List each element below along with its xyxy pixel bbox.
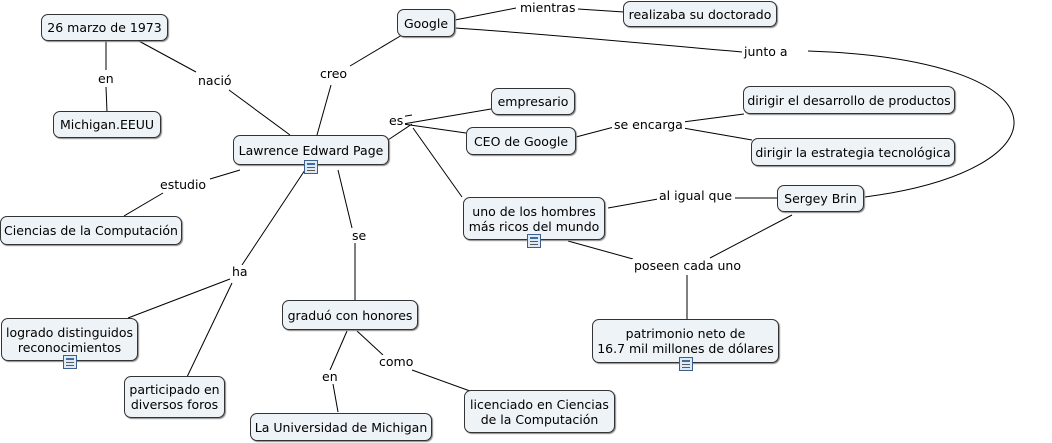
node-birth-date-text: 26 marzo de 1973 (47, 20, 162, 35)
node-birth-date[interactable]: 26 marzo de 1973 (41, 14, 168, 41)
link-es: es (387, 113, 406, 128)
node-ceo-google-text: CEO de Google (473, 133, 569, 149)
node-graduo-honores[interactable]: graduó con honores (282, 300, 418, 330)
node-empresario-text: empresario (497, 94, 569, 109)
link-en-michigan: en (96, 71, 116, 86)
link-se: se (350, 228, 369, 243)
link-se-encarga: se encarga (612, 117, 685, 132)
link-mientras: mientras (518, 0, 578, 15)
node-patrimonio-neto[interactable]: patrimonio neto de 16.7 mil millones de … (592, 319, 779, 363)
resource-document-icon[interactable] (679, 357, 693, 371)
link-como: como (377, 354, 416, 369)
node-universidad-michigan-text: La Universidad de Michigan (254, 419, 428, 435)
link-creo: creo (318, 66, 350, 81)
node-licenciado-line2: de la Computación (480, 411, 599, 427)
node-patrimonio-line1: patrimonio neto de (625, 326, 746, 341)
resource-document-icon[interactable] (304, 160, 318, 174)
node-licenciado-ciencias[interactable]: licenciado en Ciencias de la Computación (464, 390, 615, 433)
node-estrategia-tecnologica[interactable]: dirigir la estrategia tecnológica (751, 138, 955, 166)
node-google-text: Google (403, 15, 449, 31)
node-google[interactable]: Google (397, 9, 455, 37)
node-hombres-ricos-line2: más ricos del mundo (468, 218, 600, 234)
node-desarrollo-productos[interactable]: dirigir el desarrollo de productos (743, 86, 955, 114)
node-logrado-reconocimientos[interactable]: logrado distinguidos reconocimientos (1, 318, 138, 361)
link-ha: ha (230, 264, 250, 279)
node-universidad-michigan[interactable]: La Universidad de Michigan (250, 413, 432, 441)
node-logrado-line1: logrado distinguidos (5, 324, 134, 340)
link-nacio: nació (196, 73, 234, 88)
resource-document-icon[interactable] (527, 234, 541, 248)
node-participado-foros[interactable]: participado en diversos foros (124, 376, 225, 418)
node-estrategia-tecnologica-text: dirigir la estrategia tecnológica (755, 144, 951, 160)
node-doctorado-text: realizaba su doctorado (628, 6, 772, 22)
resource-document-icon[interactable] (63, 355, 77, 369)
node-desarrollo-productos-text: dirigir el desarrollo de productos (747, 92, 951, 108)
node-hombres-ricos[interactable]: uno de los hombres más ricos del mundo (463, 197, 605, 240)
node-ciencias-computacion[interactable]: Ciencias de la Computación (0, 216, 182, 245)
link-en-universidad: en (320, 369, 340, 384)
node-patrimonio-line2: 16.7 mil millones de dólares (597, 341, 774, 356)
node-lawrence-page-text: Lawrence Edward Page (238, 142, 384, 158)
link-estudio: estudio (158, 177, 209, 192)
node-ciencias-computacion-text: Ciencias de la Computación (4, 223, 178, 238)
node-sergey-brin-text: Sergey Brin (784, 191, 857, 206)
node-doctorado[interactable]: realizaba su doctorado (623, 1, 777, 27)
node-foros-line2: diversos foros (130, 397, 219, 412)
node-logrado-line2: reconocimientos (17, 339, 122, 355)
node-hombres-ricos-line1: uno de los hombres (472, 203, 596, 219)
node-graduo-honores-text: graduó con honores (287, 307, 413, 323)
node-empresario[interactable]: empresario (491, 88, 575, 115)
node-michigan-eeuu-text: Michigan.EEUU (59, 117, 155, 132)
link-al-igual-que: al igual que (657, 188, 735, 203)
node-ceo-google[interactable]: CEO de Google (466, 127, 576, 155)
node-licenciado-line1: licenciado en Ciencias (470, 396, 609, 412)
node-sergey-brin[interactable]: Sergey Brin (777, 185, 864, 212)
node-michigan-eeuu[interactable]: Michigan.EEUU (53, 111, 161, 138)
link-poseen-cada-uno: poseen cada uno (632, 258, 743, 273)
node-foros-line1: participado en (129, 382, 220, 397)
link-junto-a: junto a (742, 44, 790, 59)
